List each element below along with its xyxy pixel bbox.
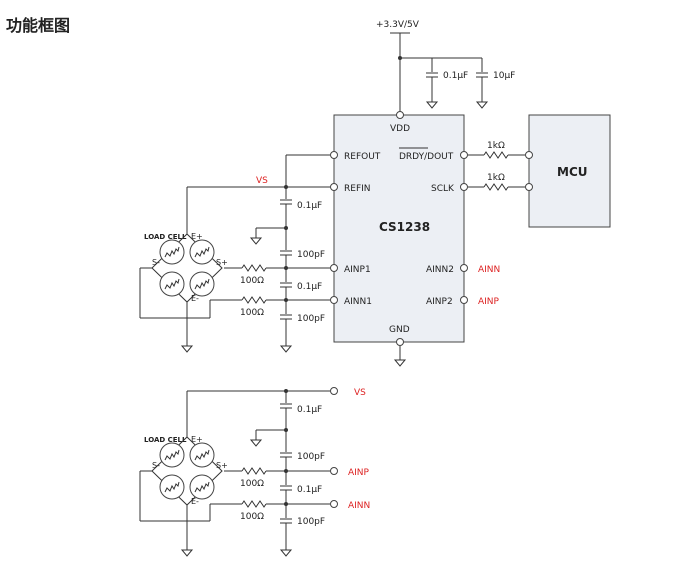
cap-label-vdd1: 0.1μF xyxy=(443,71,468,81)
svg-text:S+: S+ xyxy=(216,258,228,267)
cap-label-b2: 100pF xyxy=(297,452,325,462)
mcu-label: MCU xyxy=(557,165,588,179)
cap-label-b3: 0.1μF xyxy=(297,485,322,495)
supply-label: +3.3V/5V xyxy=(376,20,420,30)
net-label-vs-top: VS xyxy=(256,176,268,186)
res-label-ainn1: 100Ω xyxy=(240,308,264,318)
pin-refout xyxy=(330,151,338,159)
chip-name: CS1238 xyxy=(379,220,430,234)
cap-label-mid: 0.1μF xyxy=(297,282,322,292)
net-label-ainp-bottom: AINP xyxy=(348,468,370,478)
pin-label-drdy-dout: DRDY/DOUT xyxy=(399,152,454,162)
pin-label-refin: REFIN xyxy=(344,184,371,194)
pin-vdd xyxy=(396,111,404,119)
svg-text:S-: S- xyxy=(152,461,160,470)
load-cell-title-top: LOAD CELL xyxy=(144,233,187,241)
pin-ainp1 xyxy=(330,264,338,272)
res-label-b1: 100Ω xyxy=(240,479,264,489)
cap-label-100p-b: 100pF xyxy=(297,314,325,324)
cap-label-refin: 0.1μF xyxy=(297,201,322,211)
pin-drdy-dout xyxy=(460,151,468,159)
cap-label-b1: 0.1μF xyxy=(297,405,322,415)
pin-ainn1 xyxy=(330,296,338,304)
pin-label-sclk: SCLK xyxy=(431,184,455,194)
pin-gnd xyxy=(396,338,404,346)
res-label-drdy: 1kΩ xyxy=(487,141,505,151)
page-title: 功能框图 xyxy=(6,16,71,35)
cap-label-100p-a: 100pF xyxy=(297,250,325,260)
net-label-ainn-bottom: AINN xyxy=(348,501,370,511)
pin-ainp2 xyxy=(460,296,468,304)
res-label-b2: 100Ω xyxy=(240,512,264,522)
cs1238-chip xyxy=(333,114,465,343)
res-label-ainp1: 100Ω xyxy=(240,276,264,286)
pin-label-vdd: VDD xyxy=(390,124,410,134)
svg-text:E+: E+ xyxy=(191,232,203,241)
load-cell-title-bottom: LOAD CELL xyxy=(144,436,187,444)
svg-text:S-: S- xyxy=(152,258,160,267)
cap-label-b4: 100pF xyxy=(297,517,325,527)
net-label-vs-bottom: VS xyxy=(354,388,366,398)
svg-text:E-: E- xyxy=(191,497,199,506)
res-label-sclk: 1kΩ xyxy=(487,173,505,183)
mcu-block xyxy=(528,114,611,228)
pin-label-ainp1: AINP1 xyxy=(344,265,371,275)
pin-label-refout: REFOUT xyxy=(344,152,381,162)
pin-refin xyxy=(330,183,338,191)
svg-text:E-: E- xyxy=(191,294,199,303)
pin-sclk xyxy=(460,183,468,191)
svg-text:E+: E+ xyxy=(191,435,203,444)
cap-label-vdd2: 10μF xyxy=(493,71,515,81)
pin-label-gnd: GND xyxy=(389,325,410,335)
pin-label-ainp2: AINP2 xyxy=(426,297,453,307)
pin-label-ainn1: AINN1 xyxy=(344,297,372,307)
net-label-ainp-top: AINP xyxy=(478,297,500,307)
pin-ainn2 xyxy=(460,264,468,272)
net-label-ainn-top: AINN xyxy=(478,265,500,275)
pin-label-ainn2: AINN2 xyxy=(426,265,454,275)
svg-text:S+: S+ xyxy=(216,461,228,470)
